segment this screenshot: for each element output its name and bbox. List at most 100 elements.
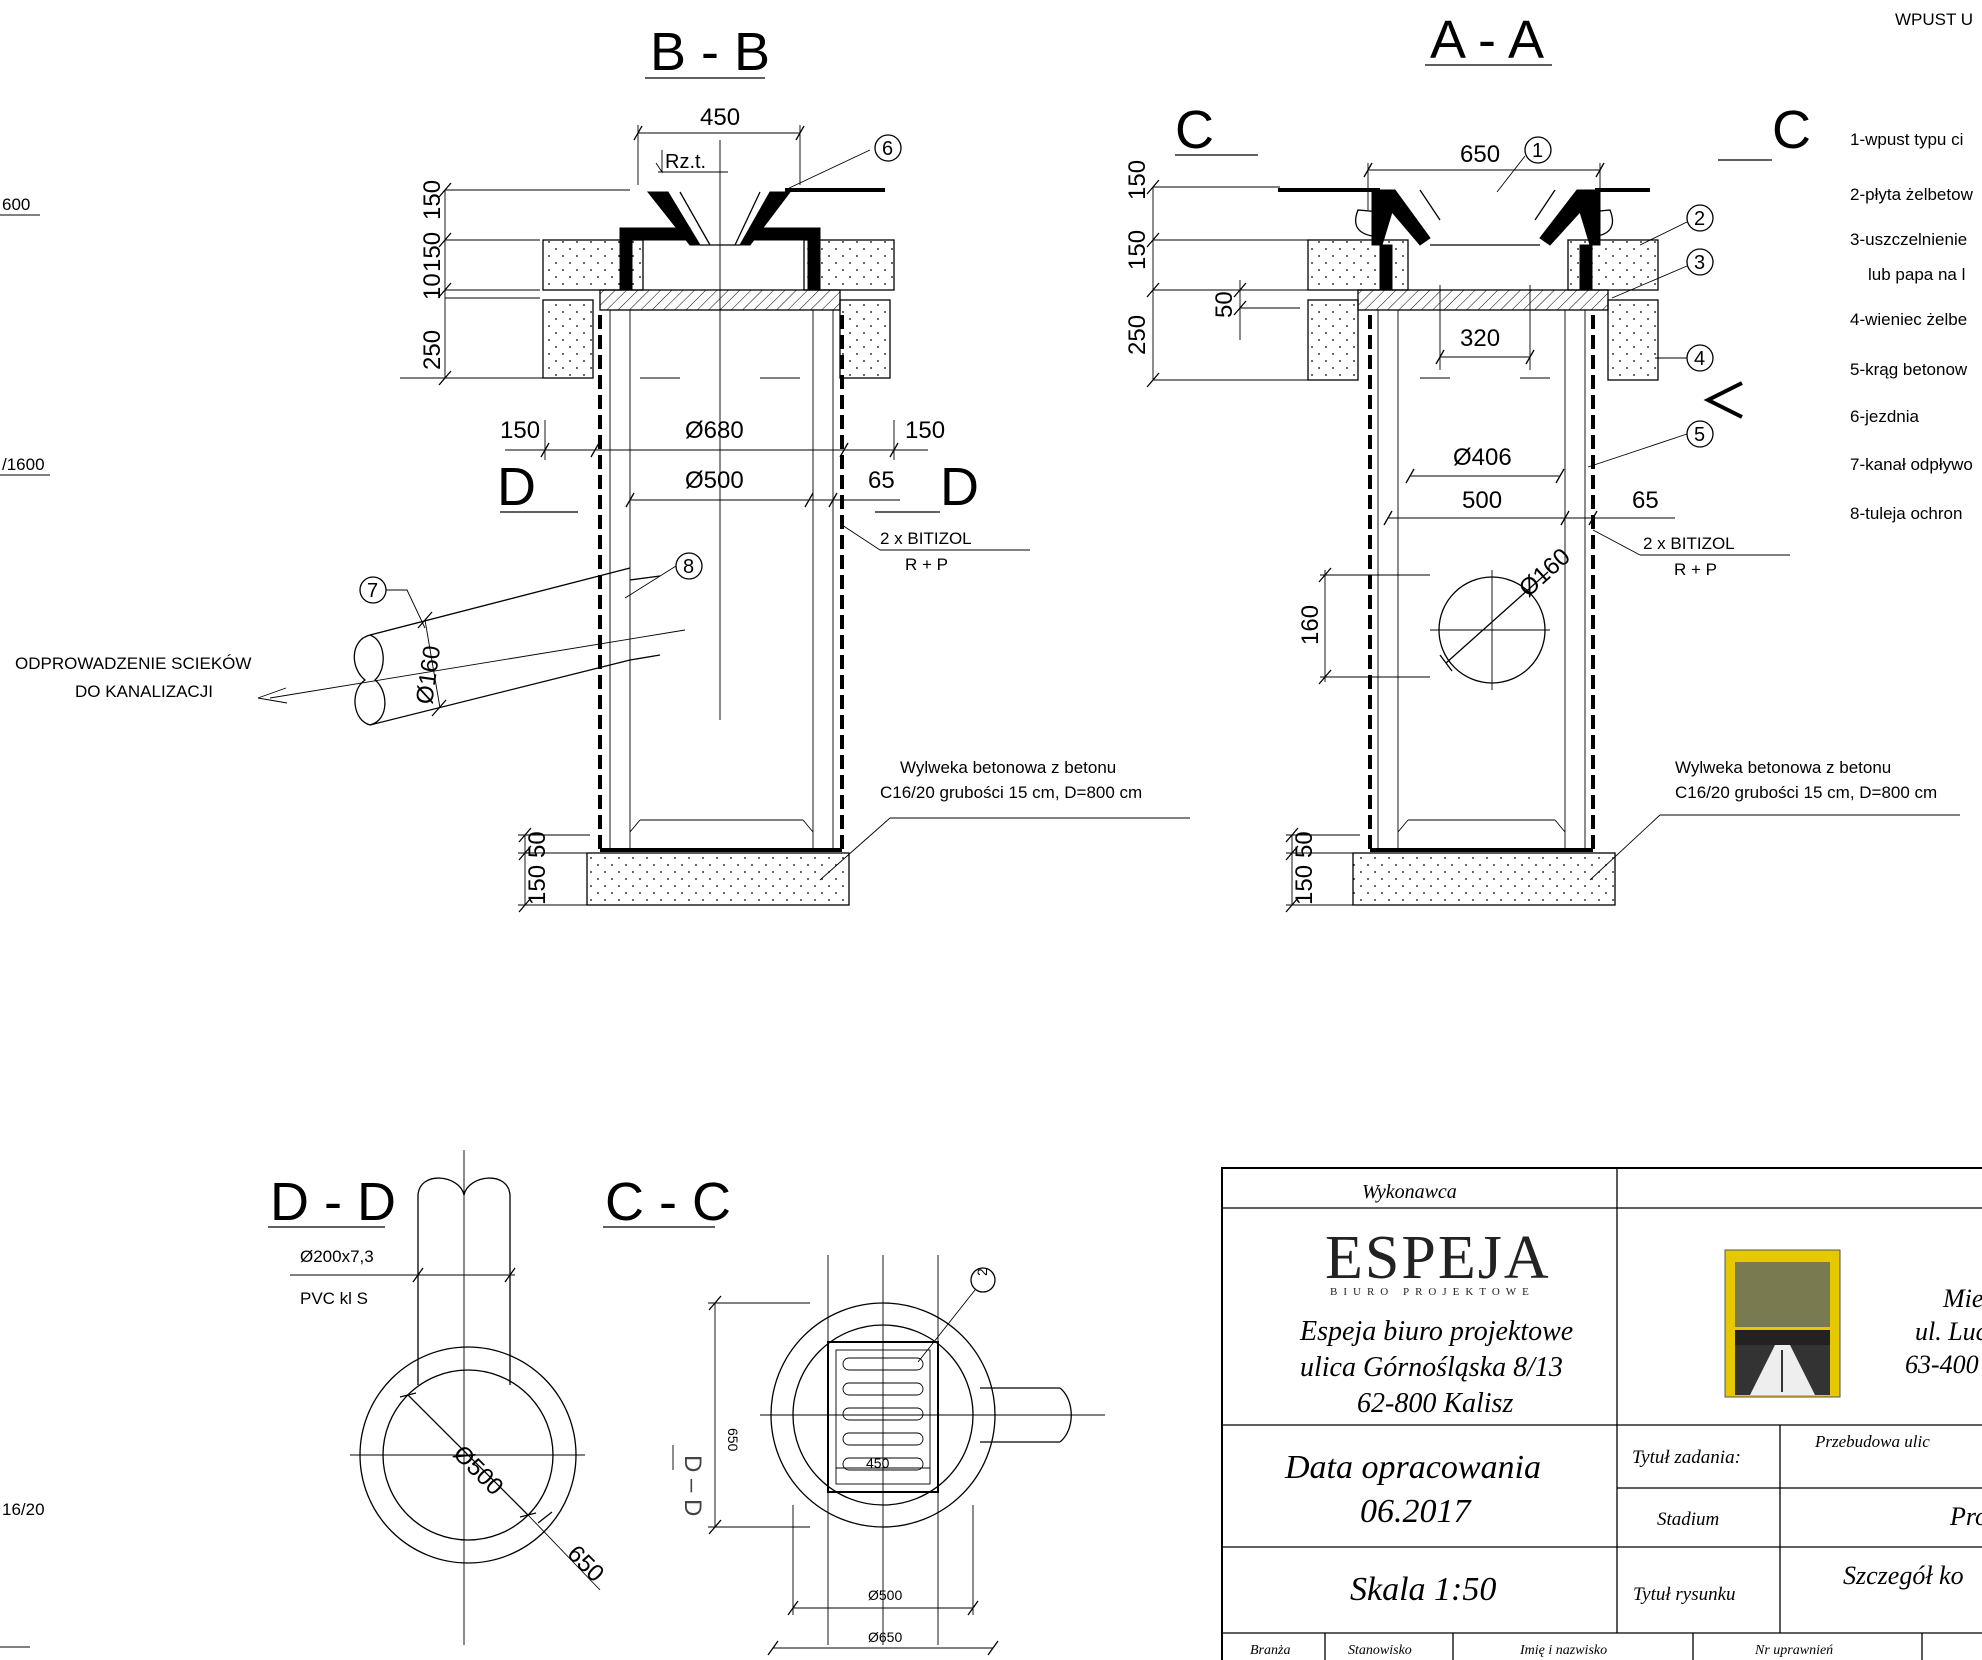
- svg-text:D: D: [940, 457, 979, 517]
- marker-1: [1524, 136, 1552, 164]
- svg-text:Skala 1:50: Skala 1:50: [1350, 1571, 1496, 1608]
- bb-rzt: Rz.t.: [665, 151, 706, 173]
- section-dd: D - D Ø200x7,3 PVC kl S Ø500 650: [268, 1150, 609, 1645]
- svg-text:DO KANALIZACJI: DO KANALIZACJI: [75, 682, 213, 701]
- svg-text:2: 2: [1694, 208, 1705, 230]
- svg-text:160: 160: [1297, 605, 1324, 645]
- marker-2: [1686, 204, 1714, 232]
- svg-text:7-kanał odpływo: 7-kanał odpływo: [1850, 455, 1973, 474]
- svg-text:D – D: D – D: [679, 1455, 706, 1516]
- svg-text:7: 7: [367, 580, 378, 602]
- left-edge-labels: 600 /1600 16/20: [0, 195, 50, 1648]
- svg-text:150: 150: [500, 417, 540, 444]
- svg-text:450: 450: [866, 1455, 890, 1471]
- svg-text:1: 1: [1532, 140, 1543, 162]
- svg-text:65: 65: [1632, 487, 1659, 514]
- svg-text:250: 250: [1124, 315, 1151, 355]
- svg-text:150: 150: [1124, 230, 1151, 270]
- svg-text:Ø680: Ø680: [685, 417, 744, 444]
- svg-text:500: 500: [1462, 487, 1502, 514]
- svg-text:Ø500: Ø500: [868, 1587, 902, 1603]
- svg-text:2 x BITIZOL: 2 x BITIZOL: [1643, 534, 1735, 553]
- svg-text:C16/20 grubości 15 cm, D=800 c: C16/20 grubości 15 cm, D=800 cm: [880, 783, 1142, 802]
- svg-text:Przebudowa ulic: Przebudowa ulic: [1814, 1432, 1930, 1451]
- svg-text:C: C: [1175, 100, 1214, 160]
- svg-text:150: 150: [419, 232, 446, 272]
- svg-text:ul. Luc: ul. Luc: [1915, 1317, 1982, 1346]
- svg-text:2: 2: [974, 1268, 990, 1276]
- section-dd-title: D - D: [270, 1172, 396, 1232]
- svg-text:Data opracowania: Data opracowania: [1284, 1449, 1541, 1486]
- svg-text:06.2017: 06.2017: [1360, 1493, 1473, 1530]
- svg-text:150: 150: [524, 865, 551, 905]
- svg-text:650: 650: [1460, 141, 1500, 168]
- svg-text:Wylweka betonowa z betonu: Wylweka betonowa z betonu: [900, 758, 1116, 777]
- svg-text:63-400: 63-400: [1905, 1350, 1979, 1379]
- bb-dim-450: 450: [700, 104, 740, 131]
- section-a-marker: [1742, 372, 1752, 382]
- svg-text:10: 10: [419, 273, 446, 300]
- svg-text:Nr uprawnień: Nr uprawnień: [1754, 1643, 1833, 1658]
- svg-text:PVC kl S: PVC kl S: [300, 1289, 368, 1308]
- svg-text:Ø160: Ø160: [411, 644, 446, 706]
- svg-text:D: D: [497, 457, 536, 517]
- svg-text:Szczegół ko: Szczegół ko: [1843, 1561, 1964, 1590]
- svg-text:R + P: R + P: [1674, 560, 1717, 579]
- svg-text:6-jezdnia: 6-jezdnia: [1850, 407, 1920, 426]
- svg-text:50: 50: [1211, 291, 1238, 318]
- svg-text:150: 150: [1291, 865, 1318, 905]
- svg-text:650: 650: [562, 1540, 609, 1587]
- svg-text:BIURO PROJEKTOWE: BIURO PROJEKTOWE: [1330, 1286, 1535, 1298]
- svg-text:3: 3: [1694, 252, 1705, 274]
- svg-text:1-wpust typu ci: 1-wpust typu ci: [1850, 130, 1963, 149]
- section-bb-title: B - B: [650, 22, 770, 82]
- svg-text:16/20: 16/20: [2, 1500, 45, 1519]
- svg-text:600: 600: [2, 195, 30, 214]
- svg-text:4: 4: [1694, 348, 1705, 370]
- svg-text:250: 250: [419, 330, 446, 370]
- svg-text:R + P: R + P: [905, 555, 948, 574]
- svg-text:C16/20 grubości 15 cm, D=800 c: C16/20 grubości 15 cm, D=800 cm: [1675, 783, 1937, 802]
- svg-text:Imię i nazwisko: Imię i nazwisko: [1519, 1643, 1607, 1658]
- svg-text:Stanowisko: Stanowisko: [1348, 1643, 1412, 1658]
- svg-text:50: 50: [524, 831, 551, 858]
- marker-3: [1686, 248, 1714, 276]
- espeja-logo: ESPEJA BIURO PROJEKTOWE: [1325, 1224, 1551, 1298]
- svg-text:Mie: Mie: [1942, 1284, 1982, 1313]
- svg-text:3-uszczelnienie: 3-uszczelnienie: [1850, 230, 1967, 249]
- title-block: Wykonawca ESPEJA BIURO PROJEKTOWE Espeja…: [1221, 1167, 1982, 1660]
- svg-text:62-800 Kalisz: 62-800 Kalisz: [1357, 1388, 1513, 1419]
- svg-text:6: 6: [882, 138, 893, 160]
- svg-text:Tytuł rysunku: Tytuł rysunku: [1633, 1584, 1736, 1605]
- section-aa-title: A - A: [1430, 10, 1544, 70]
- svg-text:150: 150: [419, 180, 446, 220]
- section-bb: B - B 450 Rz.t. 6 150 150 10 250: [15, 22, 1190, 913]
- legend: 1-wpust typu ci 2-płyta żelbetow 3-uszcz…: [1850, 130, 1974, 523]
- svg-text:Pro: Pro: [1949, 1502, 1982, 1531]
- svg-text:Ø200x7,3: Ø200x7,3: [300, 1247, 374, 1266]
- svg-text:4-wieniec żelbe: 4-wieniec żelbe: [1850, 310, 1967, 329]
- svg-text:C: C: [1772, 100, 1811, 160]
- svg-text:2 x BITIZOL: 2 x BITIZOL: [880, 529, 972, 548]
- svg-text:Ø500: Ø500: [685, 467, 744, 494]
- svg-text:Branża: Branża: [1250, 1643, 1290, 1658]
- svg-text:Ø650: Ø650: [868, 1629, 902, 1645]
- header-title: WPUST U: [1895, 10, 1973, 29]
- section-cc-title: C - C: [605, 1172, 731, 1232]
- svg-text:150: 150: [905, 417, 945, 444]
- svg-text:ODPROWADZENIE SCIEKÓW: ODPROWADZENIE SCIEKÓW: [15, 654, 251, 673]
- svg-text:8-tuleja ochron: 8-tuleja ochron: [1850, 504, 1962, 523]
- svg-text:8: 8: [683, 556, 694, 578]
- marker-2-cc: [970, 1267, 996, 1293]
- svg-text:ESPEJA: ESPEJA: [1325, 1224, 1551, 1292]
- marker-6: [874, 134, 902, 162]
- svg-text:Wylweka betonowa z betonu: Wylweka betonowa z betonu: [1675, 758, 1891, 777]
- svg-text:Ø160: Ø160: [1514, 543, 1576, 602]
- svg-text:650: 650: [725, 1428, 741, 1452]
- svg-text:Tytuł zadania:: Tytuł zadania:: [1632, 1447, 1741, 1468]
- svg-text:5: 5: [1694, 424, 1705, 446]
- svg-text:ulica Górnośląska 8/13: ulica Górnośląska 8/13: [1300, 1352, 1563, 1383]
- section-aa: A - A C C 650 1 150 150 250: [1124, 10, 1960, 913]
- section-cc: C - C 450 2 650 D – D: [603, 1172, 1105, 1656]
